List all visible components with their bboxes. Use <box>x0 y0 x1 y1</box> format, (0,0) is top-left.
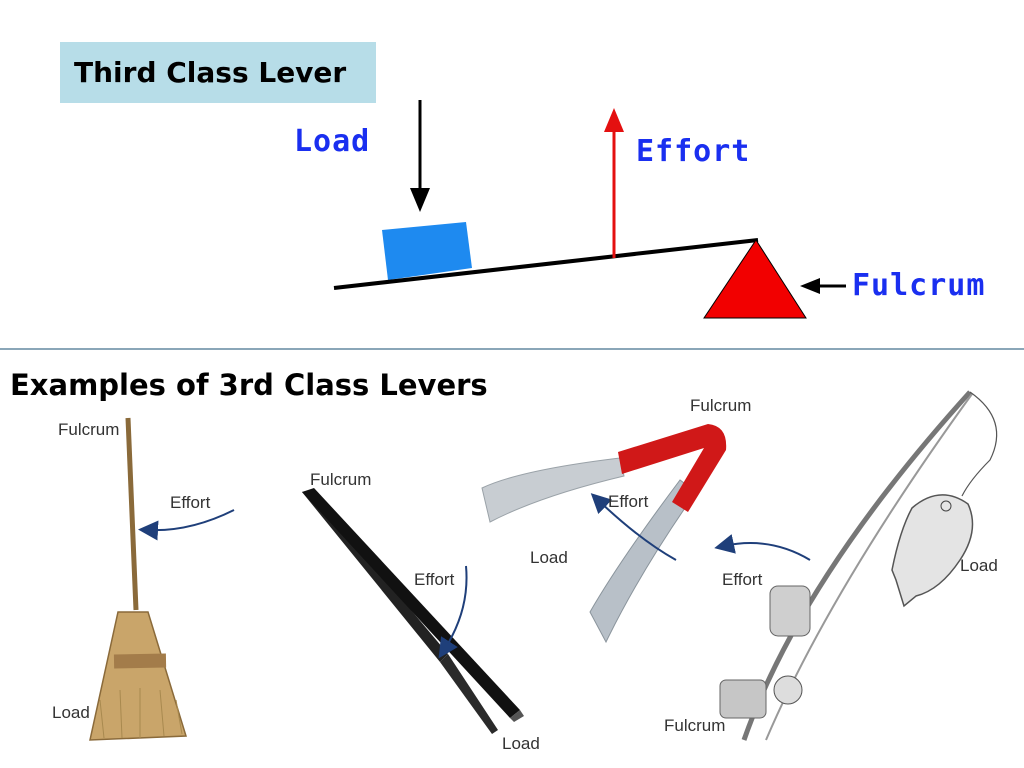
tongs-illustration <box>481 424 727 644</box>
load-arrow-head <box>410 188 430 212</box>
broom-effort-label: Effort <box>170 493 211 512</box>
fish-icon <box>891 494 974 608</box>
page-title: Third Class Lever <box>60 42 376 103</box>
fishing-effort-label: Effort <box>722 570 763 589</box>
fishing-rod-illustration <box>714 390 998 741</box>
load-block <box>382 222 472 280</box>
broom-fulcrum-label: Fulcrum <box>58 420 120 439</box>
fishing-effort-arrow <box>714 534 811 561</box>
fishing-load-label: Load <box>960 556 998 575</box>
tongs-fulcrum-label: Fulcrum <box>690 396 752 415</box>
broom-illustration <box>89 417 235 741</box>
tweezers-illustration <box>302 488 524 734</box>
tongs-effort-label: Effort <box>608 492 649 511</box>
lever-beam <box>333 238 759 290</box>
broom-load-label: Load <box>52 703 90 722</box>
tweezers-effort-arrow <box>438 565 468 659</box>
fulcrum-pointer-head <box>800 278 820 294</box>
diagram-effort-label: Effort <box>636 134 751 169</box>
section-divider <box>0 348 1024 350</box>
examples-title: Examples of 3rd Class Levers <box>10 368 488 402</box>
tweezers-effort-label: Effort <box>414 570 455 589</box>
tweezers-fulcrum-label: Fulcrum <box>310 470 372 489</box>
effort-arrow-head <box>604 108 624 132</box>
diagram-load-label: Load <box>294 124 371 159</box>
tongs-load-label: Load <box>530 548 568 567</box>
fulcrum-triangle <box>703 239 807 319</box>
broom-effort-arrow <box>138 509 235 541</box>
diagram-fulcrum-label: Fulcrum <box>852 268 986 303</box>
lever-diagram <box>333 100 846 319</box>
tweezers-load-label: Load <box>502 734 540 753</box>
tongs-effort-arrow <box>590 493 677 561</box>
fishing-fulcrum-label: Fulcrum <box>664 716 726 735</box>
